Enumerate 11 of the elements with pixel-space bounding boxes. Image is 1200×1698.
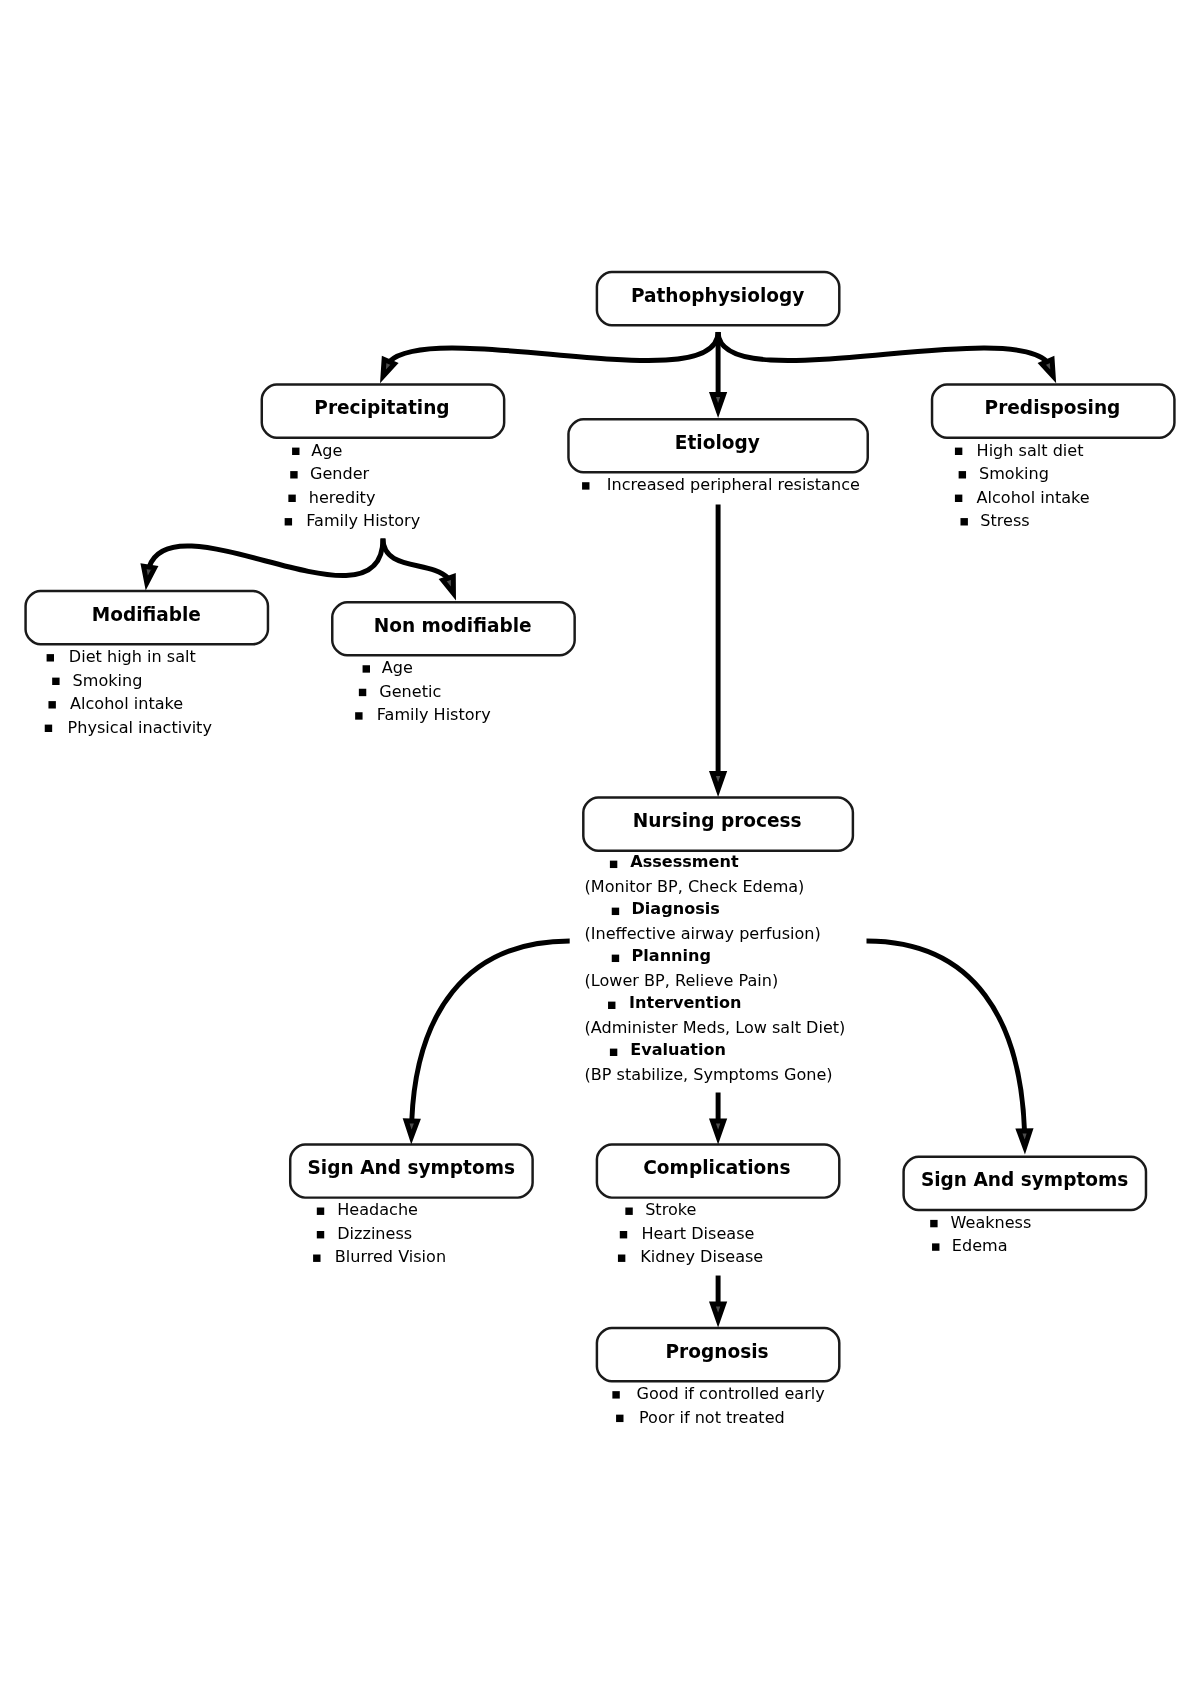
node-label: Family History (306, 510, 421, 530)
arrow (715, 330, 1057, 383)
node-label: (BP stabilize, Symptoms Gone) (584, 1064, 833, 1084)
arrow (380, 537, 456, 601)
arrow (402, 938, 570, 1144)
arrow (709, 503, 728, 797)
arrow (866, 938, 1034, 1154)
arrow (709, 1092, 728, 1144)
node-label: Physical inactivity (67, 717, 212, 737)
arrow (709, 1275, 728, 1328)
arrow (140, 537, 386, 590)
